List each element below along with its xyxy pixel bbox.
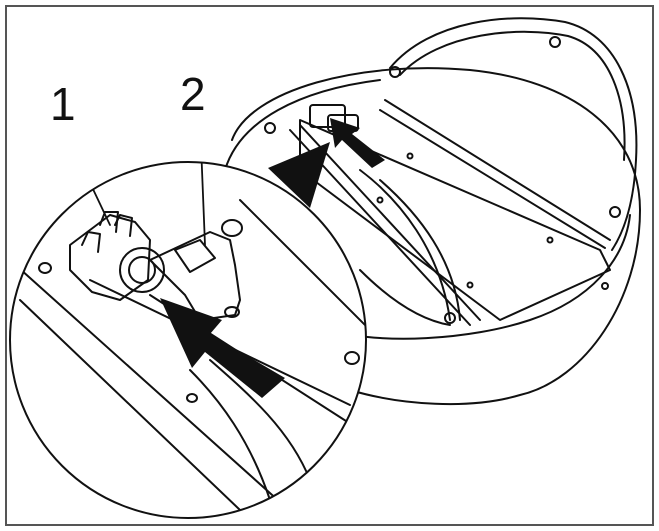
- detail-boss-4: [186, 393, 198, 403]
- screw-hole-3: [466, 281, 474, 289]
- lid-rail: [384, 99, 611, 241]
- detail-rail-1: [10, 259, 301, 518]
- screw-hole-4: [376, 196, 384, 204]
- base-rim: [231, 67, 641, 406]
- detail-boss-3: [344, 351, 360, 365]
- inner-drum: [359, 169, 451, 321]
- bracket-rivet: [224, 306, 240, 318]
- latch-finger-2: [114, 214, 133, 237]
- callout-1: 1: [50, 78, 76, 130]
- screw-hole-5: [601, 282, 609, 290]
- screw-boss-2: [389, 66, 401, 78]
- latch-ring-inner: [128, 256, 156, 284]
- detail-rail-2: [19, 299, 241, 511]
- lid-rail-2: [379, 109, 606, 249]
- detail-vanes-2: [209, 359, 311, 481]
- latch-finger-3: [81, 231, 101, 253]
- appliance-housing: [224, 17, 641, 406]
- detail-boss-2: [38, 262, 52, 274]
- inner-drum-2: [379, 179, 461, 321]
- support-arm-2: [299, 124, 481, 321]
- cable: [224, 79, 381, 171]
- screw-boss-1: [264, 122, 276, 134]
- pointer-arrow-large: [268, 142, 330, 208]
- base-rim-inner: [329, 214, 631, 340]
- screw-hole-2: [546, 236, 554, 244]
- inner-drum-3: [359, 269, 451, 326]
- latch-ring-outer: [119, 247, 165, 293]
- bracket-part-2: [149, 231, 241, 321]
- detail-arrow: [160, 298, 285, 398]
- lid-dome: [389, 17, 638, 251]
- screw-boss-3: [549, 36, 561, 48]
- screw-boss-4: [609, 206, 621, 218]
- callout-2: 2: [180, 68, 206, 120]
- detail-rail-5: [239, 199, 366, 331]
- detail-boss: [221, 219, 243, 237]
- figure-frame: [5, 5, 654, 526]
- screw-hole-1: [406, 152, 414, 160]
- pointer-arrow-small: [330, 118, 385, 168]
- bracket-tab: [174, 239, 216, 273]
- lid-dome-inner: [399, 30, 626, 161]
- screw-boss-5: [444, 312, 456, 324]
- detail-vanes: [189, 369, 271, 501]
- leader-line-2: [199, 162, 206, 246]
